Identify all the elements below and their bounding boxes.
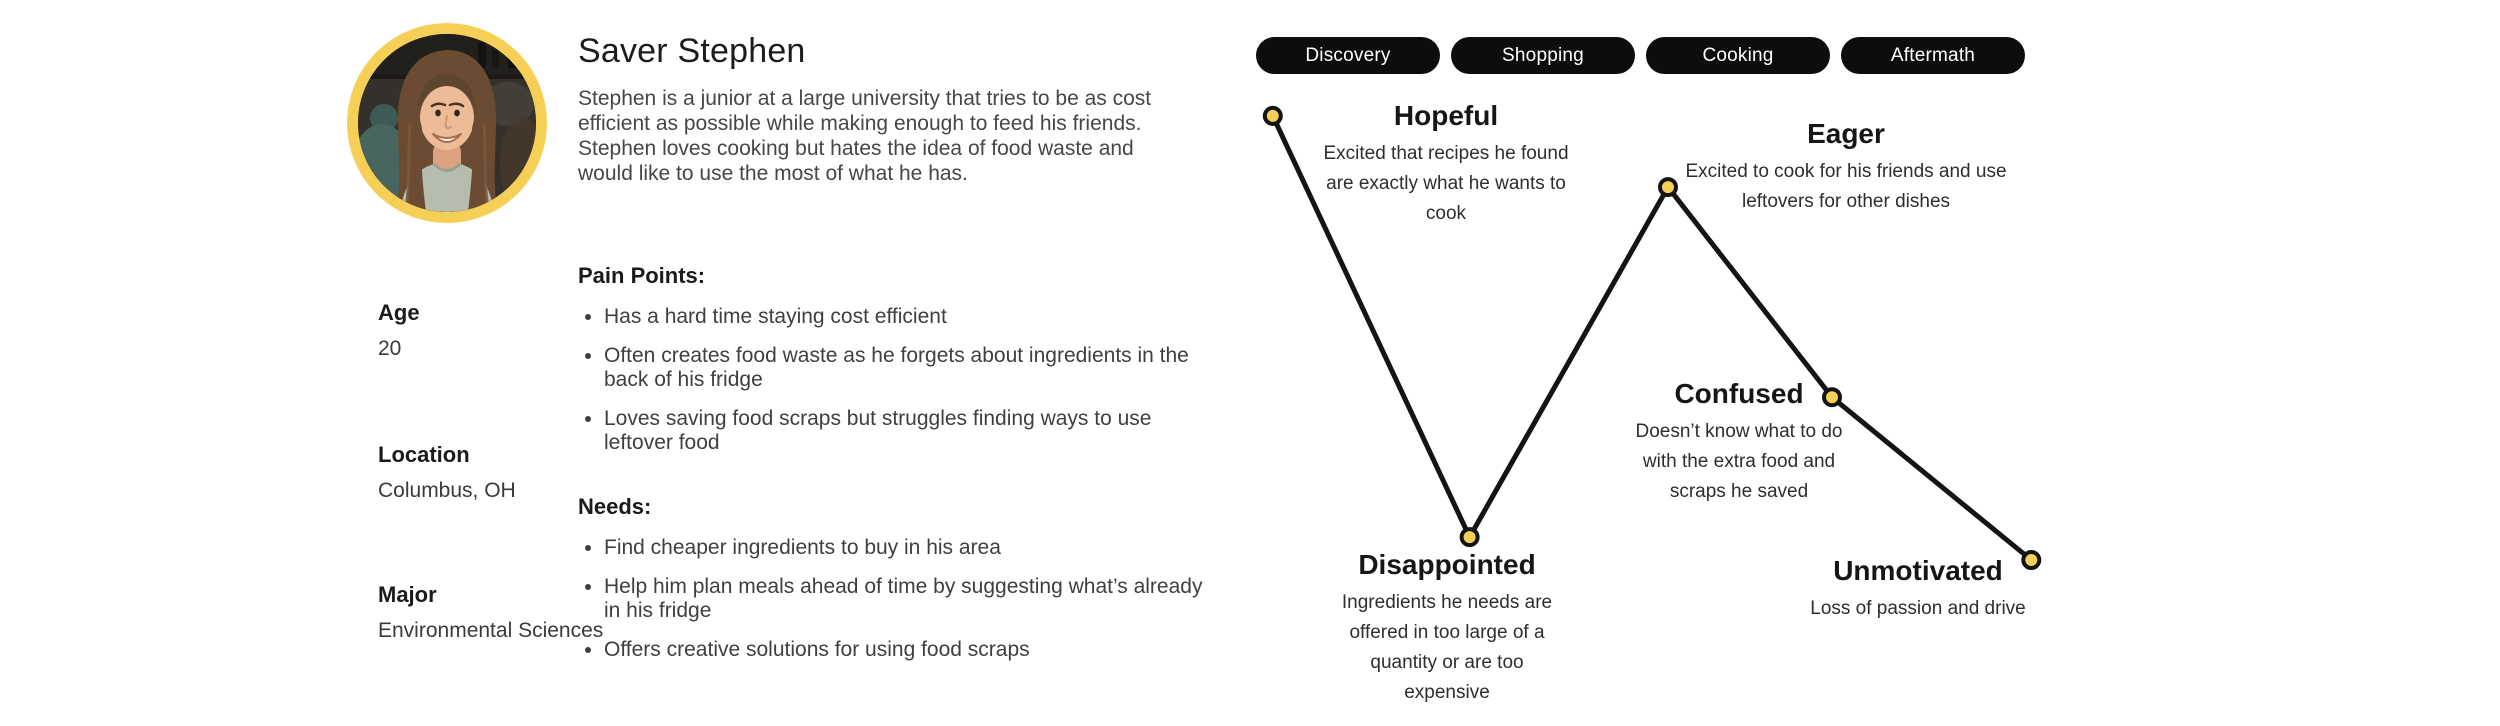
journey-label-disappointed: Disappointed Ingredients he needs are of… (1332, 549, 1562, 708)
journey-point-description: Loss of passion and drive (1810, 598, 2026, 619)
journey-point-description: Excited that recipes he found are exactl… (1323, 143, 1569, 224)
journey-point-title: Eager (1807, 118, 1885, 149)
journey-label-confused: Confused Doesn’t know what to do with th… (1619, 378, 1859, 507)
pain-points-section: Pain Points: Has a hard time staying cos… (578, 263, 1218, 470)
journey-line-chart (1262, 105, 2042, 570)
journey-point-description: Ingredients he needs are offered in too … (1341, 592, 1553, 703)
field-label: Major (378, 582, 437, 607)
journey-point (2021, 550, 2042, 570)
list-item: Find cheaper ingredients to buy in his a… (604, 536, 1218, 560)
field-label: Age (378, 300, 420, 325)
journey-point (1822, 387, 1842, 408)
stage-pill-aftermath[interactable]: Aftermath (1841, 37, 2025, 74)
list-item: Has a hard time staying cost efficient (604, 305, 1218, 329)
pain-points-list: Has a hard time staying cost efficient O… (578, 305, 1218, 455)
journey-label-eager: Eager Excited to cook for his friends an… (1675, 118, 2017, 217)
journey-point (1459, 527, 1480, 548)
journey-point-title: Hopeful (1393, 100, 1499, 131)
field-value: Environmental Sciences (378, 619, 604, 642)
needs-section: Needs: Find cheaper ingredients to buy i… (578, 494, 1218, 677)
list-item: Loves saving food scraps but struggles f… (604, 407, 1218, 455)
stage-pill-discovery[interactable]: Discovery (1256, 37, 1440, 74)
needs-list: Find cheaper ingredients to buy in his a… (578, 536, 1218, 662)
journey-point-description: Excited to cook for his friends and use … (1685, 161, 2007, 212)
journey-point (1658, 177, 1678, 198)
list-item: Offers creative solutions for using food… (604, 638, 1218, 662)
list-item: Help him plan meals ahead of time by sug… (604, 575, 1218, 623)
journey-point-title: Disappointed (1358, 549, 1536, 580)
list-item: Often creates food waste as he forgets a… (604, 344, 1218, 392)
journey-label-hopeful: Hopeful Excited that recipes he found ar… (1315, 100, 1577, 229)
avatar-photo (358, 34, 536, 212)
journey-point-description: Doesn’t know what to do with the extra f… (1635, 421, 1843, 502)
avatar (347, 23, 547, 223)
pain-points-heading: Pain Points: (578, 263, 706, 288)
field-major: Major Environmental Sciences (378, 582, 608, 647)
stage-pill-shopping[interactable]: Shopping (1451, 37, 1635, 74)
field-value: Columbus, OH (378, 479, 516, 502)
needs-heading: Needs: (578, 494, 652, 519)
field-label: Location (378, 442, 470, 467)
bio-section: Saver Stephen Stephen is a junior at a l… (578, 30, 1190, 186)
field-location: Location Columbus, OH (378, 442, 608, 507)
field-value: 20 (378, 337, 402, 360)
journey-point (1262, 105, 1283, 126)
bio-text: Stephen is a junior at a large universit… (578, 87, 1152, 185)
stage-pill-cooking[interactable]: Cooking (1646, 37, 1830, 74)
page-title: Saver Stephen (578, 32, 806, 70)
journey-point-title: Confused (1674, 378, 1804, 409)
journey-label-unmotivated: Unmotivated Loss of passion and drive (1778, 555, 2058, 624)
journey-stage-pills: Discovery Shopping Cooking Aftermath (1256, 37, 2025, 74)
journey-point-title: Unmotivated (1833, 555, 2003, 586)
field-age: Age 20 (378, 300, 608, 365)
